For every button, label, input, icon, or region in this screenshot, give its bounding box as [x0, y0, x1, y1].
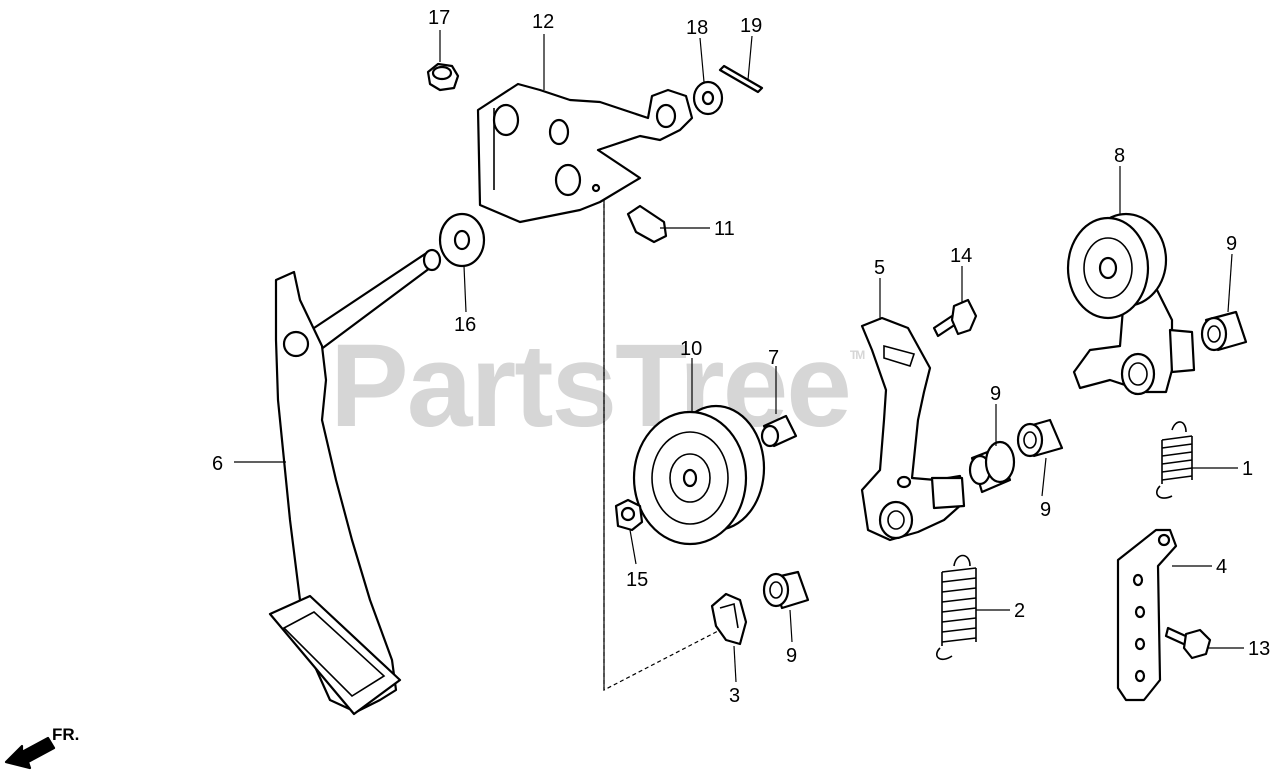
part-13-bolt: [1164, 626, 1212, 660]
part-6-brake-pedal: [268, 248, 442, 716]
callout-9-lower: 9: [786, 645, 797, 667]
part-10-idler-pulley: [632, 404, 766, 546]
callout-1: 1: [1242, 458, 1253, 480]
front-direction-arrow: [4, 736, 56, 770]
callout-8: 8: [1114, 145, 1125, 167]
callout-9-middle: 9: [990, 383, 1001, 405]
part-18-washer: [692, 80, 724, 116]
part-17-flange-nut: [426, 62, 460, 92]
callout-2: 2: [1014, 600, 1025, 622]
callout-6: 6: [212, 453, 223, 475]
part-7-collar: [760, 414, 798, 448]
callout-12: 12: [532, 11, 554, 33]
part-12-pedal-bracket: [476, 82, 694, 224]
callout-7: 7: [768, 347, 779, 369]
callout-11: 11: [714, 218, 735, 240]
callout-13: 13: [1248, 638, 1270, 660]
part-4-adjuster-plate: [1116, 528, 1178, 702]
callout-19: 19: [740, 15, 762, 37]
callout-labels: 17 12 18 19 11 16 6 10 7 15 9 3 5 14 8 9…: [212, 7, 1270, 707]
part-9-bushing-top-right: [1200, 310, 1248, 352]
part-11-clip: [626, 204, 668, 244]
part-5-tension-arm: [860, 316, 966, 542]
callout-9-top-right: 9: [1226, 233, 1237, 255]
part-19-cotter-pin: [718, 64, 764, 94]
part-16-washer: [438, 212, 486, 268]
callout-15: 15: [626, 569, 648, 591]
part-1-spring: [1156, 421, 1193, 499]
callout-17: 17: [428, 7, 450, 29]
callout-14: 14: [950, 245, 972, 267]
callout-16: 16: [454, 314, 476, 336]
part-8-pulley-assembly: [1066, 212, 1196, 396]
guide-lines: [603, 190, 721, 691]
part-9-bushing-middle: [968, 440, 1016, 494]
callout-3: 3: [729, 685, 740, 707]
callout-9-right: 9: [1040, 499, 1051, 521]
part-14-bolt: [932, 298, 978, 338]
part-15-flange-nut: [614, 498, 644, 532]
callout-10: 10: [680, 338, 702, 360]
part-9-bushing-lower: [762, 570, 810, 610]
callout-4: 4: [1216, 556, 1227, 578]
part-2-spring: [936, 554, 977, 661]
part-9-bushing-right: [1016, 418, 1064, 458]
front-direction-label: FR.: [52, 725, 79, 744]
part-3-retaining-clip: [710, 592, 748, 646]
callout-5: 5: [874, 257, 885, 279]
callout-18: 18: [686, 17, 708, 39]
leader-lines: [234, 30, 1244, 683]
